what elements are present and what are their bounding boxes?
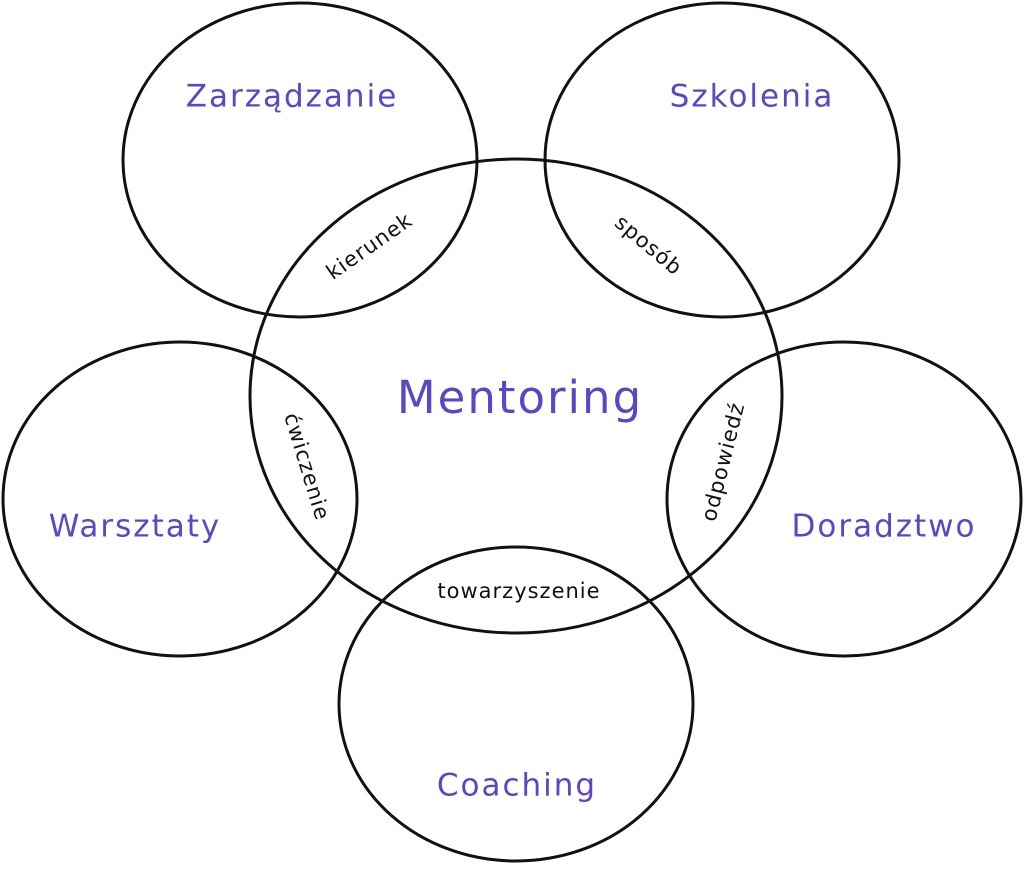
szkolenia-label: Szkolenia (670, 79, 835, 115)
towarzyszenie-overlap-label: towarzyszenie (437, 579, 600, 603)
warsztaty-circle (1, 340, 359, 658)
coaching-label: Coaching (437, 768, 597, 804)
coaching-circle (337, 545, 695, 863)
warsztaty-label: Warsztaty (49, 509, 222, 545)
sposob-overlap-label: sposób (610, 210, 687, 280)
odpowiedz-overlap-label: odpowiedź (697, 400, 750, 524)
center-label: Mentoring (397, 371, 643, 424)
zarzadzanie-circle (121, 1, 479, 319)
szkolenia-circle (543, 1, 901, 319)
doradztwo-circle (665, 340, 1023, 658)
zarzadzanie-label: Zarządzanie (186, 79, 399, 115)
cwiczenie-overlap-label: ćwiczenie (279, 410, 334, 523)
kierunek-overlap-label: kierunek (322, 208, 417, 285)
doradztwo-label: Doradztwo (791, 509, 976, 545)
mentoring-circle (248, 157, 784, 635)
